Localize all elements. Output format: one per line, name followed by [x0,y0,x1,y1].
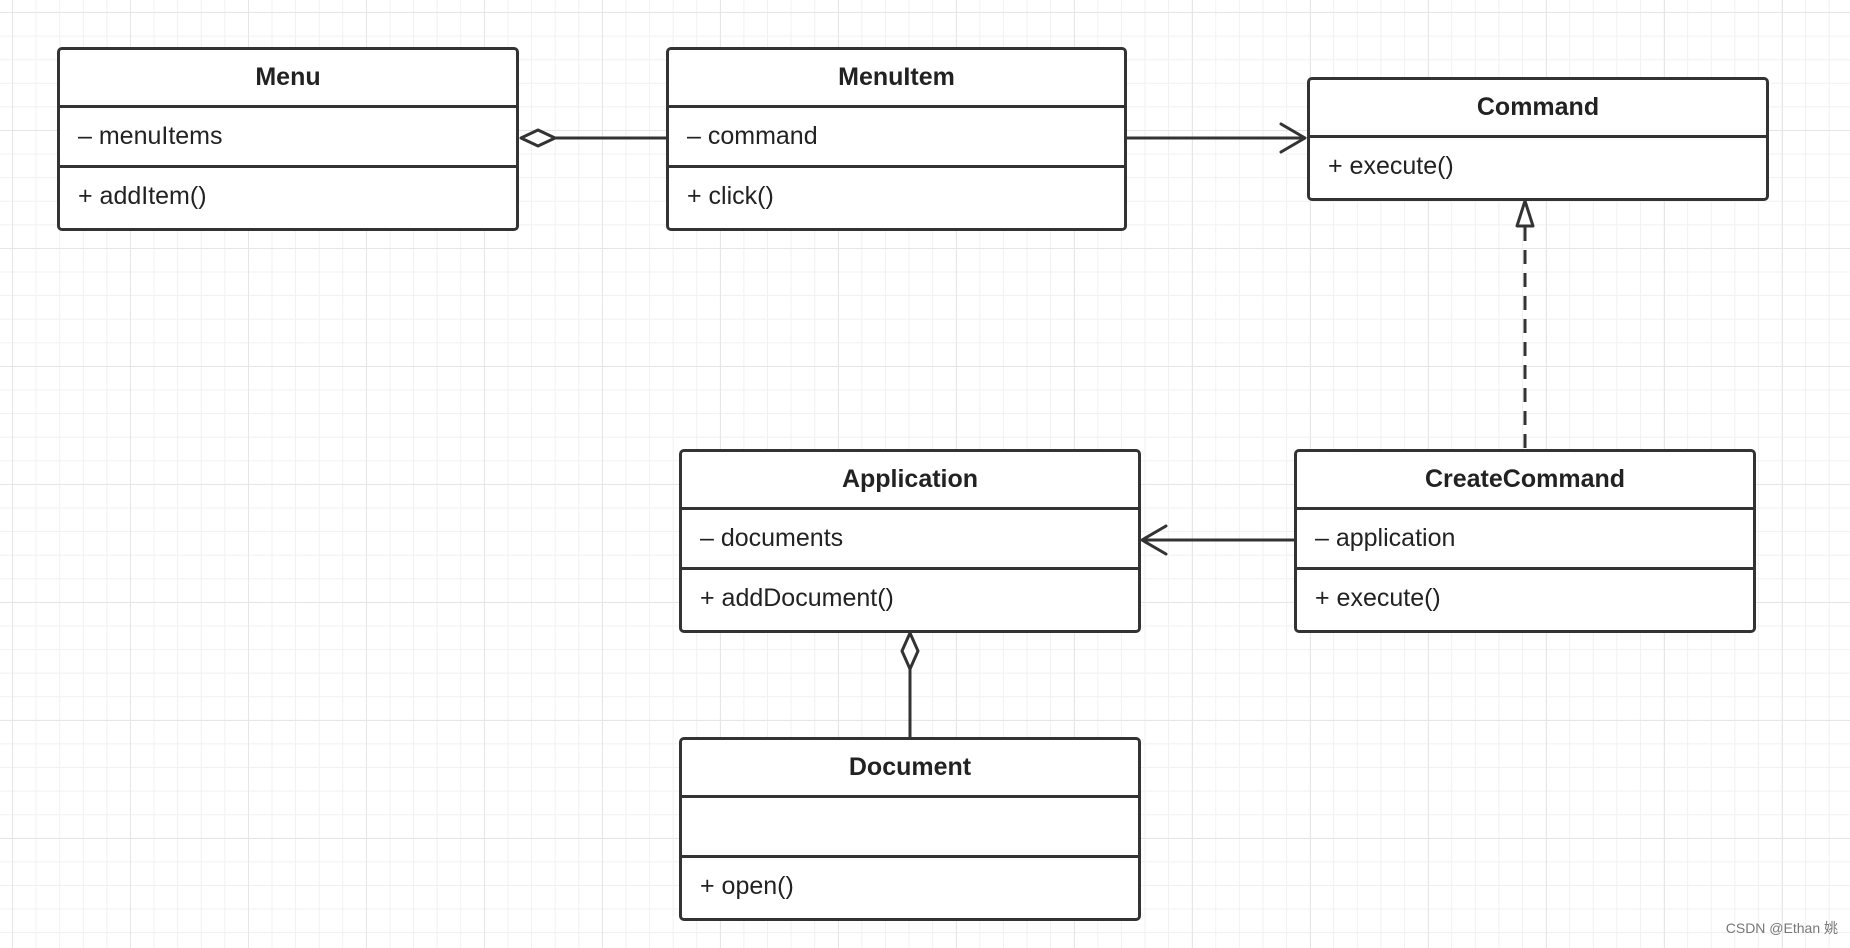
class-name: Application [682,452,1138,510]
empty-attributes-section [682,798,1138,858]
class-menu[interactable]: Menu – menuItems + addItem() [57,47,519,231]
association-createcommand-application [1140,524,1294,556]
aggregation-menu-menuitem [519,128,666,148]
class-name: MenuItem [669,50,1124,108]
attribute: – menuItems [60,108,516,168]
attribute: – application [1297,510,1753,570]
class-createcommand[interactable]: CreateCommand – application + execute() [1294,449,1756,633]
attribute: – command [669,108,1124,168]
method: + execute() [1328,152,1454,180]
realization-createcommand-command [1515,199,1535,448]
attribute: – documents [682,510,1138,570]
class-name: Menu [60,50,516,108]
method: + addDocument() [700,584,894,612]
method: + execute() [1315,584,1441,612]
class-command[interactable]: Command + execute() [1307,77,1769,201]
method: + open() [700,872,794,900]
class-name: Command [1310,80,1766,138]
method: + addItem() [78,182,207,210]
method: + click() [687,182,774,210]
watermark: CSDN @Ethan 姚 [1725,920,1838,936]
class-name: CreateCommand [1297,452,1753,510]
class-name: Document [682,740,1138,798]
class-menuitem[interactable]: MenuItem – command + click() [666,47,1127,231]
class-application[interactable]: Application – documents + addDocument() [679,449,1141,633]
class-document[interactable]: Document + open() [679,737,1141,921]
association-menuitem-command [1127,122,1307,154]
aggregation-application-document [900,631,920,738]
